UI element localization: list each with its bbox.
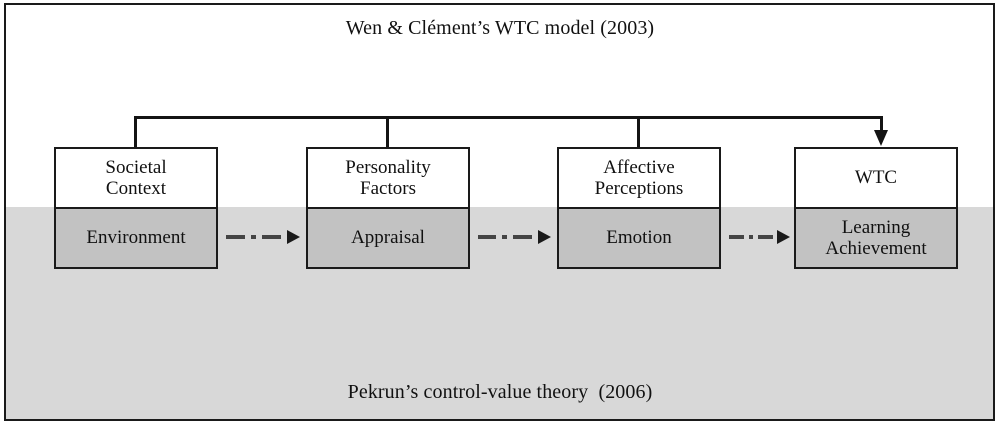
bracket-horizontal-line: [134, 116, 883, 119]
figure-outer-frame: [4, 3, 995, 421]
bracket-stub-wtc: [880, 116, 883, 133]
bracket-stub-societal-context: [134, 116, 137, 147]
dashdot-arrow-appraisal-to-emotion: [478, 230, 551, 244]
node-wtc-upper-label: WTC: [796, 149, 956, 209]
bracket-stub-affective-perceptions: [637, 116, 640, 147]
dashdot-arrow-environment-to-appraisal: [226, 230, 300, 244]
arrowhead-down-to-wtc-icon: [874, 130, 888, 146]
node-societal-context-lower-label: Environment: [56, 209, 216, 267]
top-model-title: Wen & Clément’s WTC model (2003): [345, 17, 655, 39]
dashdot-arrow-emotion-to-learning-achievement: [729, 230, 790, 244]
node-affective-perceptions-lower-label: Emotion: [559, 209, 719, 267]
node-personality-factors-lower-label: Appraisal: [308, 209, 468, 267]
bottom-theory-title: Pekrun’s control-value theory (2006): [347, 381, 653, 403]
bracket-stub-personality-factors: [386, 116, 389, 147]
